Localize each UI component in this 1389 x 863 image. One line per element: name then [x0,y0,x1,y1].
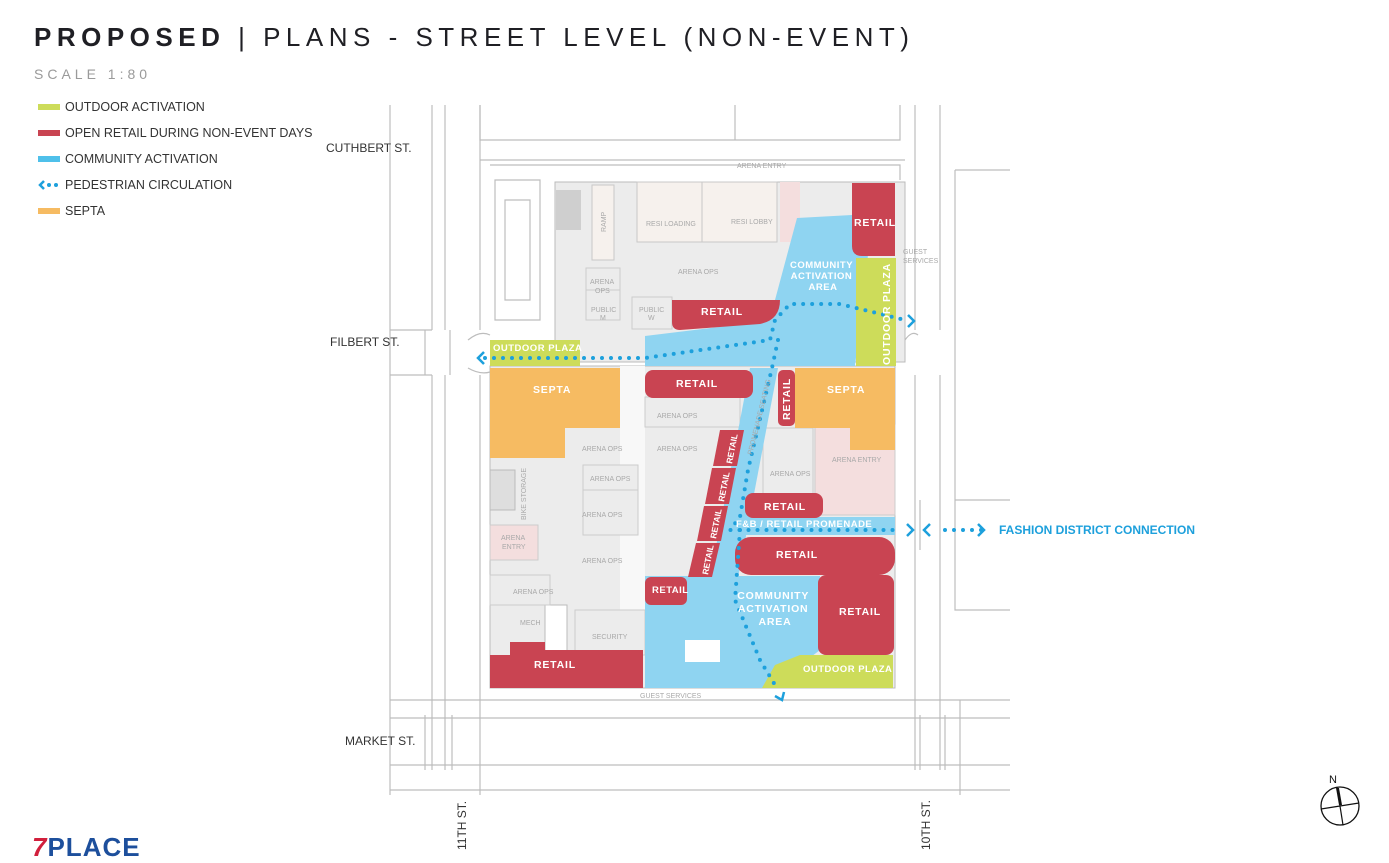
label-ops: OPS [595,288,610,295]
label-septa: SEPTA [827,384,865,396]
label-arena: ARENA [501,535,525,542]
pedestrian-arrow-icon [38,180,58,190]
legend-label: COMMUNITY ACTIVATION [65,152,218,166]
label-arena-ops: ARENA OPS [678,269,719,276]
street-filbert: FILBERT ST. [330,335,400,349]
label-ramp: RAMP [601,211,608,232]
label-mech: MECH [520,620,541,627]
outdoor-swatch [38,104,60,110]
zone-labels: RETAIL RETAIL RETAIL RETAIL RETAIL RETAI… [493,217,896,675]
label-public-m: PUBLIC [591,307,616,314]
circulation-arrows [476,314,986,702]
arrow-down-icon [774,691,786,702]
label-arena: ARENA [590,279,614,286]
label-resi-lobby: RESI LOBBY [731,219,773,226]
logo-name: PLACE [47,832,141,862]
legend-item-pedestrian: PEDESTRIAN CIRCULATION [38,172,313,198]
legend-label: OPEN RETAIL DURING NON-EVENT DAYS [65,126,313,140]
retail-swatch [38,130,60,136]
arrow-right-icon [907,314,916,328]
label-community-south: COMMUNITY ACTIVATION AREA [737,590,812,628]
label-arena-ops: ARENA OPS [582,446,623,453]
arrow-left-icon [476,351,485,365]
title-bold: PROPOSED [34,22,226,52]
label-outdoor-plaza: OUTDOOR PLAZA [881,263,893,365]
label-retail: RETAIL [676,378,718,390]
label-outdoor-plaza: OUTDOOR PLAZA [803,664,892,675]
label-arena-entry: ARENA ENTRY [832,457,882,464]
label-resi-loading: RESI LOADING [646,221,696,228]
label-retail: RETAIL [701,306,743,318]
legend-item-retail: OPEN RETAIL DURING NON-EVENT DAYS [38,120,313,146]
label-retail: RETAIL [781,378,793,420]
legend-label: PEDESTRIAN CIRCULATION [65,178,233,192]
label-guest: GUEST [903,249,928,256]
street-10th: 10TH ST. [919,800,933,850]
label-retail: RETAIL [854,217,896,229]
slanted-retail [688,430,744,577]
septa-areas [490,368,895,458]
legend-item-community: COMMUNITY ACTIVATION [38,146,313,172]
arrow-right-icon [906,523,915,537]
label-m: M [600,315,606,322]
label-guest-services: GUEST SERVICES [640,693,702,700]
label-septa: SEPTA [533,384,571,396]
label-services: SERVICES [903,258,939,265]
label-arena-ops: ARENA OPS [657,446,698,453]
label-arena-ops: ARENA OPS [582,512,623,519]
label-retail: RETAIL [839,606,881,618]
label-arena-ops: ARENA OPS [770,471,811,478]
label-outdoor-plaza: OUTDOOR PLAZA [493,343,582,354]
label-promenade: F&B / RETAIL PROMENADE [736,519,872,530]
label-entry: ENTRY [502,544,526,551]
label-retail: RETAIL [534,659,576,671]
label-retail: RETAIL [652,585,689,596]
north-label: N [1329,774,1337,786]
legend-item-outdoor: OUTDOOR ACTIVATION [38,94,313,120]
community-swatch [38,156,60,162]
label-arena-ops: ARENA OPS [657,413,698,420]
label-w: W [648,315,655,322]
legend-item-septa: SEPTA [38,198,313,224]
logo: 7PLACE [32,832,141,863]
septa-swatch [38,208,60,214]
fashion-district-label: FASHION DISTRICT CONNECTION [999,523,1195,537]
label-public-w: PUBLIC [639,307,664,314]
label-arena-ops: ARENA OPS [590,476,631,483]
arrow-right-icon [977,523,986,537]
street-context-lines [389,105,1010,795]
street-market: MARKET ST. [345,734,415,748]
label-bike-storage: BIKE STORAGE [521,468,528,520]
label-arena-ops: ARENA OPS [513,589,554,596]
label-arena-entry: ARENA ENTRY [737,163,787,170]
page-title: PROPOSED | PLANS - STREET LEVEL (NON-EVE… [34,22,914,53]
label-community-north: COMMUNITY ACTIVATION AREA [790,260,856,293]
street-11th: 11TH ST. [455,801,469,850]
title-rest: | PLANS - STREET LEVEL (NON-EVENT) [238,22,915,52]
label-arena-ops: ARENA OPS [582,558,623,565]
street-cuthbert: CUTHBERT ST. [326,141,412,155]
legend-label: OUTDOOR ACTIVATION [65,100,205,114]
scale-label: SCALE 1:80 [34,66,152,82]
retail-units [490,183,895,688]
legend-label: SEPTA [65,204,106,218]
legend: OUTDOOR ACTIVATION OPEN RETAIL DURING NO… [38,94,313,224]
pedestrian-circulation [483,302,987,692]
label-retail: RETAIL [764,501,806,513]
arrow-left-icon [922,523,931,537]
north-arrow-icon: N [1320,774,1360,826]
label-retail: RETAIL [776,549,818,561]
logo-seven: 7 [32,832,48,862]
label-security: SECURITY [592,634,628,641]
